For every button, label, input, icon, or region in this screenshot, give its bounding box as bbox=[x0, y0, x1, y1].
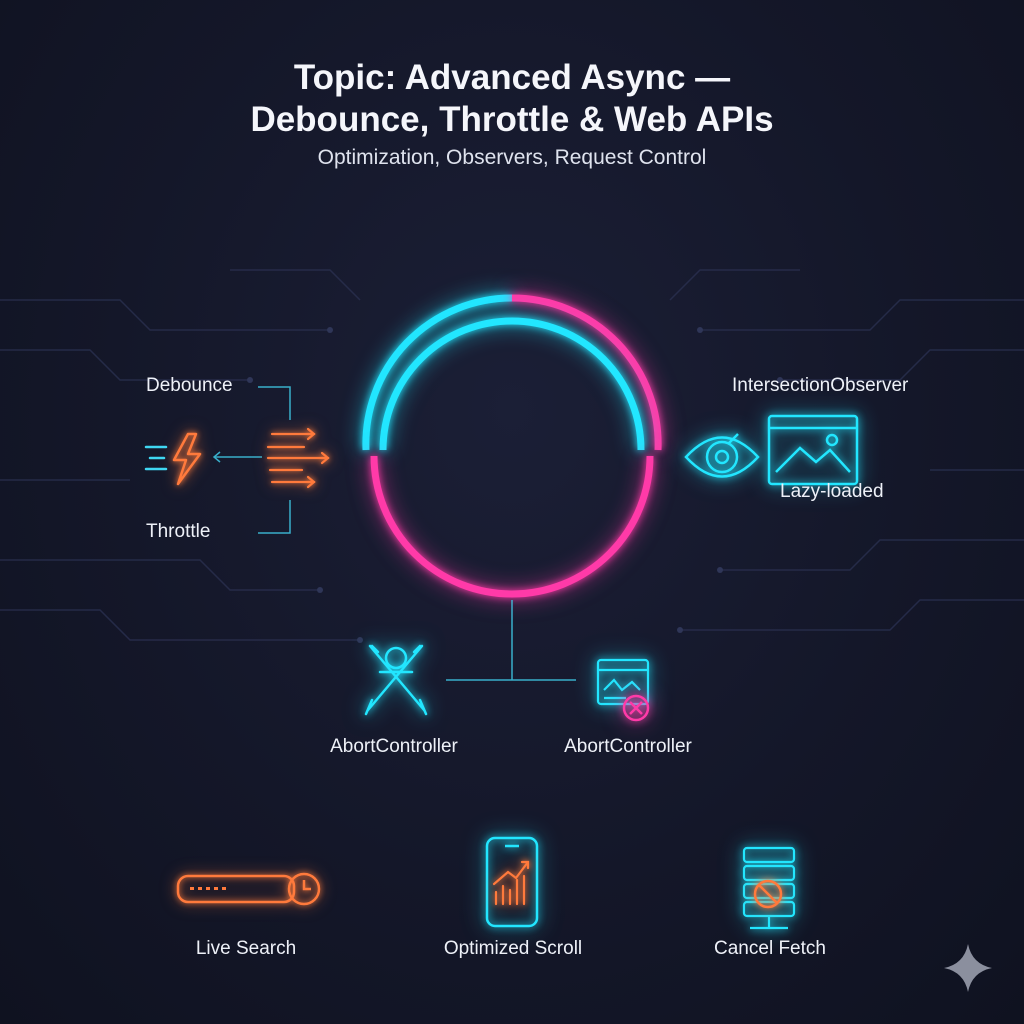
central-ring bbox=[362, 294, 662, 598]
search-dots-icon bbox=[190, 887, 226, 890]
server-icon bbox=[742, 846, 796, 930]
lightning-icon bbox=[172, 432, 202, 486]
cancel-icon bbox=[622, 694, 650, 722]
arrows-icon bbox=[266, 427, 330, 489]
lazy-loaded-label: Lazy-loaded bbox=[780, 481, 884, 502]
throttle-label: Throttle bbox=[146, 521, 211, 542]
title-line-2: Debounce, Throttle & Web APIs bbox=[250, 100, 774, 139]
title-line-1: Topic: Advanced Async — bbox=[293, 58, 731, 97]
optimized-scroll-label: Optimized Scroll bbox=[443, 938, 583, 959]
browser-window-icon bbox=[596, 658, 650, 706]
search-bar-clock-icon bbox=[176, 872, 321, 906]
speed-lines-icon bbox=[144, 445, 168, 471]
sparkle-icon bbox=[944, 944, 992, 992]
chart-icon bbox=[492, 860, 530, 906]
subtitle: Optimization, Observers, Request Control bbox=[317, 146, 707, 169]
observer-label: IntersectionObserver bbox=[732, 375, 909, 396]
phone-icon bbox=[485, 836, 539, 928]
block-icon bbox=[753, 879, 783, 909]
image-window-icon bbox=[767, 414, 859, 486]
abort-controller-left-label: AbortController bbox=[330, 736, 458, 757]
cancel-fetch-label: Cancel Fetch bbox=[714, 938, 826, 959]
abort-controller-right-label: AbortController bbox=[564, 736, 692, 757]
live-search-label: Live Search bbox=[195, 938, 297, 959]
eye-icon bbox=[684, 433, 760, 478]
crossed-swords-icon bbox=[364, 644, 428, 716]
debounce-label: Debounce bbox=[146, 375, 233, 396]
